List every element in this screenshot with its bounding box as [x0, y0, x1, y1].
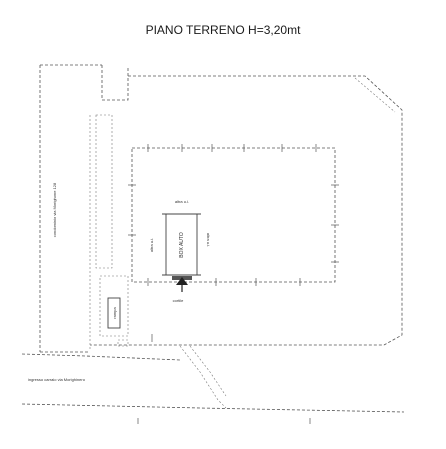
left-neighbor-label: condominio via Morighone 128	[52, 182, 57, 237]
entrance-label: ingresso carraio via Morighinero	[28, 377, 86, 382]
site-boundary	[90, 75, 403, 346]
ramp-label: rampa	[112, 307, 117, 319]
ramp-block	[99, 275, 129, 337]
courtyard-label: cortile	[173, 298, 184, 303]
box-top-neighbor-label: altra u.i.	[175, 199, 189, 204]
street-lines	[21, 353, 405, 424]
plan-title: PIANO TERRENO H=3,20mt	[146, 23, 301, 37]
box-auto-label: BOX AUTO	[179, 232, 185, 258]
box-left-neighbor-label: altra u.i.	[149, 238, 154, 252]
left-neighbor-outline	[39, 64, 129, 353]
lower-features	[117, 334, 227, 409]
entrance-arrow-icon	[176, 277, 188, 292]
box-right-neighbor-label: altra u.i.	[206, 233, 211, 247]
courtyard-outline	[128, 144, 339, 286]
